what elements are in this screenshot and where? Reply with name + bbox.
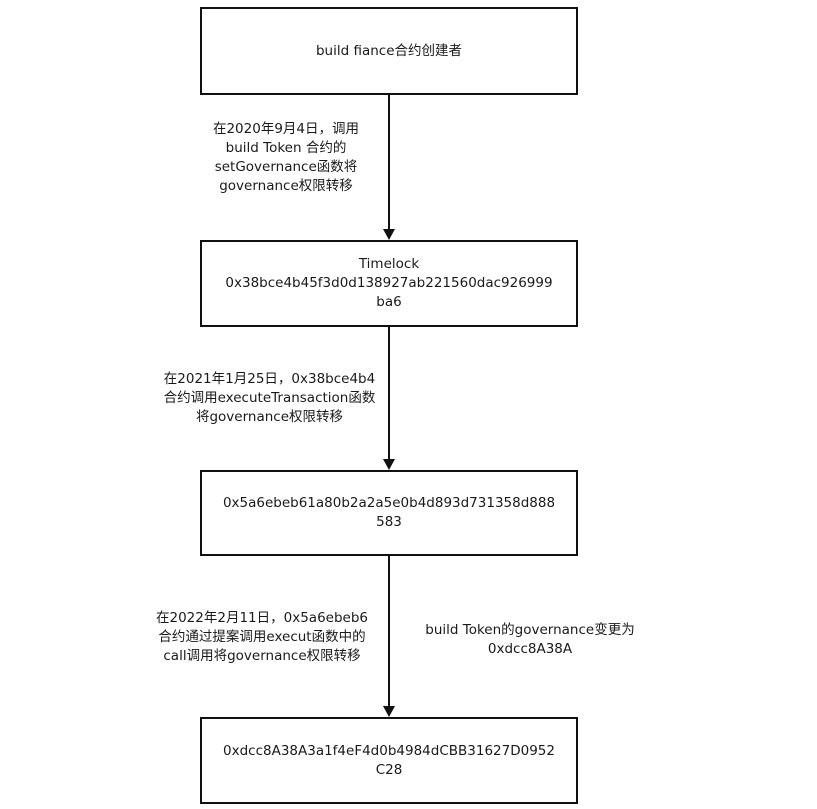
edge-label-1: 在2020年9月4日，调用 build Token 合约的 setGoverna… — [196, 120, 376, 196]
node-box-creator-text: build fiance合约创建者 — [315, 42, 463, 59]
edge-label-2: 在2021年1月25日，0x38bce4b4 合约调用executeTransa… — [142, 370, 397, 427]
node-box-contract-line-1: 0x5a6ebeb61a80b2a2a5e0b4d893d731358d888 — [222, 495, 556, 511]
arrow-3 — [383, 555, 395, 717]
node-box-new-governance: 0xdcc8A38A3a1f4eF4d0b4984dCBB31627D0952 … — [200, 717, 578, 804]
edge-label-3-line-2: 合约通过提案调用execut函数中的 — [158, 629, 366, 645]
node-box-new-governance-line-1: 0xdcc8A38A3a1f4eF4d0b4984dCBB31627D0952 — [223, 742, 555, 759]
edge-label-1-line-4: governance权限转移 — [219, 178, 353, 194]
node-box-new-governance-line-2: C28 — [375, 761, 403, 778]
node-box-timelock-line-3: ba6 — [376, 294, 402, 310]
edge-label-3: 在2022年2月11日，0x5a6ebeb6 合约通过提案调用execut函数中… — [137, 609, 387, 666]
node-box-timelock: Timelock 0x38bce4b45f3d0d138927ab221560d… — [200, 240, 578, 327]
edge-label-1-line-2: build Token 合约的 — [225, 140, 347, 156]
edge-label-1-line-1: 在2020年9月4日，调用 — [212, 121, 360, 137]
edge-label-2-line-1: 在2021年1月25日，0x38bce4b4 — [163, 371, 376, 387]
side-note-line-1: build Token的governance变更为 — [425, 622, 635, 638]
edge-label-3-line-3: call调用将governance权限转移 — [163, 648, 361, 664]
node-box-creator: build fiance合约创建者 — [200, 7, 578, 95]
node-box-timelock-line-1: Timelock — [358, 256, 420, 272]
edge-label-2-line-3: 将governance权限转移 — [195, 409, 344, 425]
side-note-line-2: 0xdcc8A38A — [487, 641, 573, 657]
arrow-2 — [383, 326, 395, 470]
node-box-contract: 0x5a6ebeb61a80b2a2a5e0b4d893d731358d888 … — [200, 470, 578, 556]
edge-label-2-line-2: 合约调用executeTransaction函数 — [163, 390, 376, 406]
edge-label-3-line-1: 在2022年2月11日，0x5a6ebeb6 — [156, 610, 368, 626]
side-note: build Token的governance变更为 0xdcc8A38A — [405, 621, 655, 659]
edge-label-1-line-3: setGovernance函数将 — [214, 159, 358, 175]
arrow-1 — [383, 94, 395, 240]
node-box-timelock-line-2: 0x38bce4b45f3d0d138927ab221560dac926999 — [225, 275, 553, 291]
node-box-contract-line-2: 583 — [376, 514, 402, 530]
